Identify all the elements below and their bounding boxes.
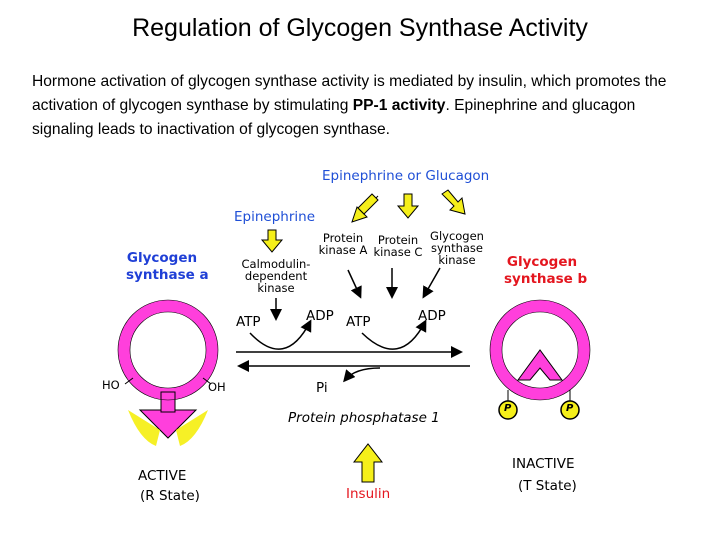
intro-text-2: . Epinephrine and glucagon signaling lea… [32,97,636,138]
pka-line-2: kinase A [318,243,368,257]
gs-b-line-2: synthase b [504,271,588,287]
pkc-label: Protein kinase C [370,234,426,258]
adp-label-2: ADP [418,308,446,324]
gsk-line-3: kinase [438,253,476,267]
active-label: ACTIVE [138,468,187,484]
inactive-label: INACTIVE [512,456,575,472]
adp-label-1: ADP [306,308,334,324]
gsk-arrow [422,267,441,299]
pi-curve [343,367,381,383]
calmodulin-kinase-line-1: Calmodulin- [241,257,311,271]
glucagon-arrow-right-icon [441,189,466,215]
pi-label: Pi [316,380,328,396]
gsk-line-1: Glycogen [430,229,484,243]
r-state-label: (R State) [140,488,200,504]
t-state-label: (T State) [518,478,577,494]
glycogen-synthase-b-shape [489,299,591,402]
calmodulin-kinase-label: Calmodulin- dependent kinase [240,258,312,294]
insulin-arrow-icon [352,443,384,483]
atp-adp-curve-2 [361,319,427,350]
gsk-label: Glycogen synthase kinase [426,230,488,266]
glucagon-arrow-left-icon [351,193,379,223]
gs-b-line-1: Glycogen [506,254,578,270]
substrate-left [128,410,160,446]
epinephrine-arrow-icon [260,229,284,253]
oh-label: OH [208,380,226,394]
calmodulin-kinase-line-2: dependent [244,269,308,283]
pka-arrow [347,269,362,299]
pka-line-1: Protein [322,231,364,245]
pka-label: Protein kinase A [314,232,372,256]
gsk-line-2: synthase [431,241,483,255]
intro-text-1: Hormone activation of glycogen synthase … [32,73,667,114]
page-title: Regulation of Glycogen Synthase Activity [132,14,588,42]
pkc-line-1: Protein [377,233,419,247]
pkc-line-2: kinase C [373,245,423,259]
phosphate-label-1: P [504,403,512,414]
atp-label-1: ATP [236,314,261,330]
glucagon-arrow-mid-icon [396,193,420,219]
pp1-label: Protein phosphatase 1 [288,410,440,426]
insulin-label: Insulin [346,486,391,502]
phosphate-icon-2 [560,400,580,420]
epinephrine-label: Epinephrine [234,209,315,225]
gs-a-line-2: synthase a [126,267,209,283]
intro-paragraph: Hormone activation of glycogen synthase … [32,70,692,142]
substrate-right [176,410,208,446]
atp-adp-curve-1 [249,319,312,350]
calmodulin-kinase-line-3: kinase [257,281,295,295]
ho-label: HO [102,378,120,392]
phosphate-icon-1 [498,400,518,420]
glycogen-synthase-a-shape [117,299,219,446]
glycogen-synthase-b-label: Glycogen synthase b [504,254,588,288]
atp-label-2: ATP [346,314,371,330]
epinephrine-glucagon-label: Epinephrine or Glucagon [322,168,490,184]
glycogen-synthase-a-label: Glycogen synthase a [126,250,209,284]
intro-bold-pp1: PP-1 activity [352,97,446,114]
phosphate-label-2: P [566,403,574,414]
gs-a-line-1: Glycogen [126,250,198,266]
